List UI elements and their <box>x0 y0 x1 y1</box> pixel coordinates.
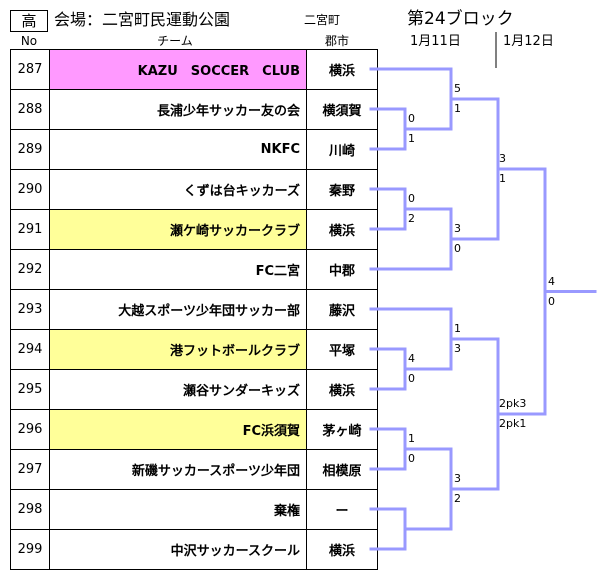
team-city: 横須賀 <box>306 89 378 130</box>
team-city: 横浜 <box>306 529 378 570</box>
match-score: 3 <box>454 472 461 485</box>
venue-town: 二宮町 <box>304 13 341 27</box>
team-no: 290 <box>10 169 50 210</box>
match-score: 0 <box>408 112 415 125</box>
match-score: 0 <box>454 242 461 255</box>
team-name: 長浦少年サッカー友の会 <box>49 89 307 130</box>
team-name: 瀬ケ崎サッカークラブ <box>49 209 307 250</box>
column-header-city: 郡市 <box>324 34 349 48</box>
match-score: 0 <box>408 372 415 385</box>
team-city: 秦野 <box>306 169 378 210</box>
team-no: 298 <box>10 489 50 530</box>
team-city: ー <box>306 489 378 530</box>
team-name: 瀬谷サンダーキッズ <box>49 369 307 410</box>
team-no: 295 <box>10 369 50 410</box>
match-score: 4 <box>548 274 555 288</box>
match-score: 3 <box>499 152 506 165</box>
level-badge: 高 <box>10 10 48 32</box>
team-city: 横浜 <box>306 49 378 90</box>
match-score: 1 <box>408 432 415 445</box>
match-score: 1 <box>499 172 506 185</box>
match-score: 0 <box>408 192 415 205</box>
column-header-no: No <box>20 34 38 48</box>
match-score: 3 <box>454 342 461 355</box>
team-name: 中沢サッカースクール <box>49 529 307 570</box>
day2-label: 1月12日 <box>503 34 554 49</box>
match-score: 1 <box>408 132 415 145</box>
team-no: 291 <box>10 209 50 250</box>
match-score: 2pk3 <box>499 397 527 410</box>
match-score: 1 <box>454 322 461 335</box>
team-no: 288 <box>10 89 50 130</box>
match-score: 2 <box>408 212 415 225</box>
match-score: 1 <box>454 102 461 115</box>
day1-label: 1月11日 <box>410 34 461 49</box>
match-score: 5 <box>454 82 461 95</box>
team-name: FC浜須賀 <box>49 409 307 450</box>
team-city: 藤沢 <box>306 289 378 330</box>
match-score: 2pk1 <box>499 417 527 430</box>
match-score: 2 <box>454 492 461 505</box>
match-score: 0 <box>548 294 555 308</box>
team-no: 299 <box>10 529 50 570</box>
match-score: 0 <box>408 452 415 465</box>
column-header-team: チーム <box>157 34 193 48</box>
team-city: 茅ヶ崎 <box>306 409 378 450</box>
block-title: 第24ブロック <box>407 9 514 29</box>
team-name: KAZU SOCCER CLUB <box>49 49 307 90</box>
team-name: NKFC <box>49 129 307 170</box>
team-no: 293 <box>10 289 50 330</box>
team-city: 横浜 <box>306 369 378 410</box>
match-score: 4 <box>408 352 415 365</box>
match-score: 3 <box>454 222 461 235</box>
venue-title: 会場：二宮町民運動公園 <box>54 10 231 29</box>
team-city: 中郡 <box>306 249 378 290</box>
